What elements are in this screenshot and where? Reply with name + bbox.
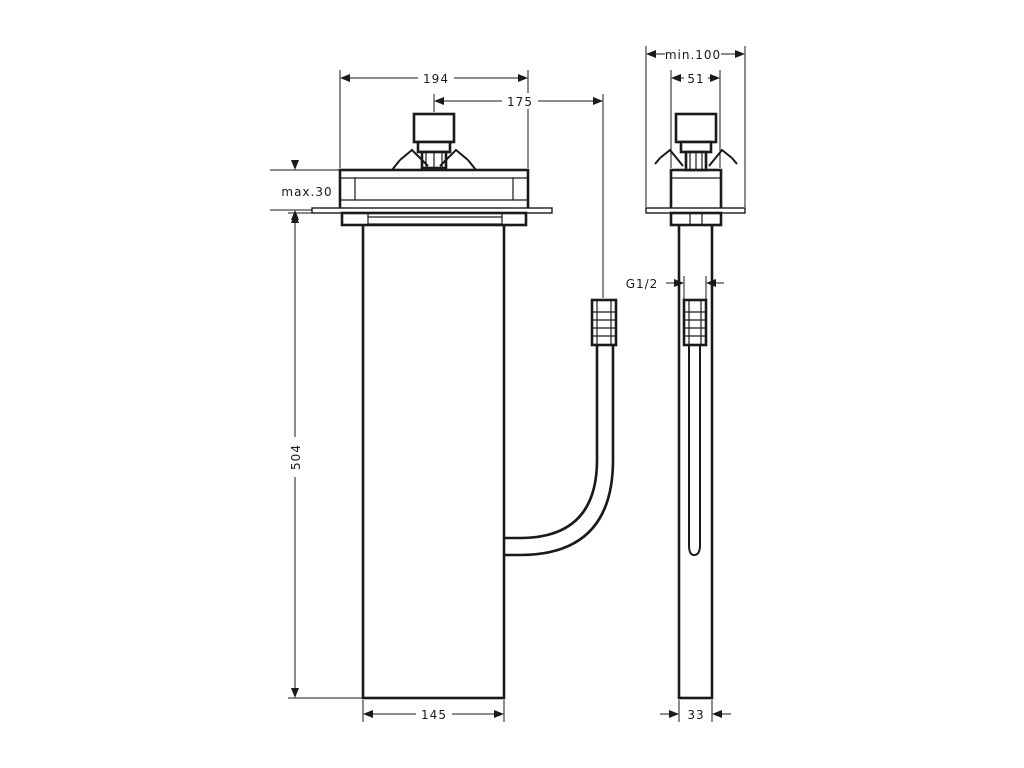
dim-max-depth: max.30 [281,185,332,199]
side-view: min.100 51 G1/2 33 [626,46,746,722]
dim-thread: G1/2 [626,277,659,291]
dim-inner-width: 51 [687,72,704,86]
side-hose [688,345,701,557]
front-plate [338,168,530,212]
front-hose-connector [590,298,618,347]
dim-height: 504 [289,444,303,470]
side-cartridge [654,112,738,172]
dim-bottom-width: 145 [421,708,447,722]
dim-top-width: 194 [423,72,449,86]
dim-outlet-offset: 175 [507,95,533,109]
front-body [361,222,506,700]
dim-min-width: min.100 [665,48,721,62]
front-hose [504,345,599,540]
front-cartridge [391,112,477,171]
side-hose-connector [682,298,708,347]
front-view: 194 175 max.30 504 145 [270,70,618,722]
dim-body-width: 33 [687,708,704,722]
